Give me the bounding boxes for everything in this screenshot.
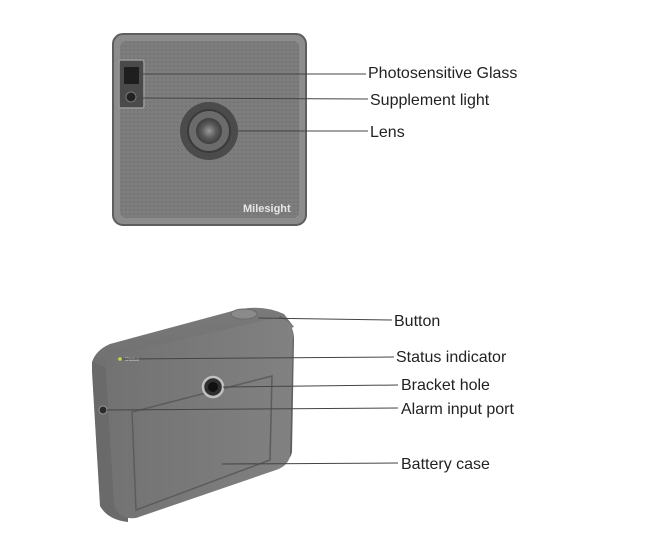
leader-line — [222, 384, 399, 388]
leader-line — [121, 356, 395, 360]
status-indicator-icon — [118, 357, 122, 361]
leader-line — [136, 97, 369, 100]
callout-lens: Lens — [370, 124, 405, 141]
front-view: Milesight Photosensitive Glass Supplemen… — [112, 33, 517, 226]
lens-icon — [196, 118, 222, 144]
leader-line — [221, 462, 399, 465]
photosensitive-glass-icon — [124, 67, 139, 84]
callout-supplement-light: Supplement light — [370, 92, 490, 109]
leader-line — [106, 407, 399, 411]
brand-logo: Milesight — [243, 203, 291, 215]
battery-case — [131, 375, 273, 512]
rear-view: Status Button Status indicator Bracket h… — [92, 307, 514, 522]
bracket-hole-inner — [208, 382, 218, 392]
callout-alarm-input-port: Alarm input port — [401, 401, 514, 418]
callout-status-indicator: Status indicator — [396, 349, 507, 366]
status-indicator-text: Status — [125, 357, 140, 363]
leader-line — [257, 317, 393, 321]
button-icon — [230, 308, 258, 320]
supplement-light-icon — [125, 91, 137, 103]
callout-photosensitive-glass: Photosensitive Glass — [368, 65, 517, 82]
alarm-input-port-icon — [98, 405, 108, 415]
callout-battery-case: Battery case — [401, 456, 490, 473]
callout-bracket-hole: Bracket hole — [401, 377, 490, 394]
callout-button: Button — [394, 313, 440, 330]
